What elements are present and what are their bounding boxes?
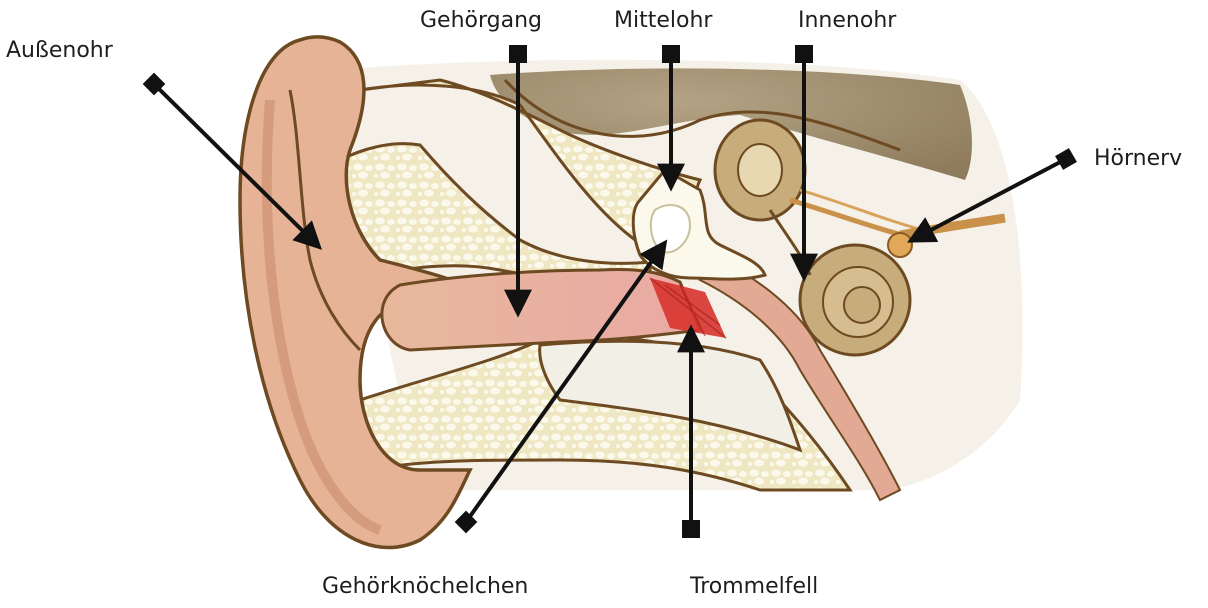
- label-aussenohr: Außenohr: [6, 40, 113, 62]
- label-innenohr: Innenohr: [798, 10, 896, 32]
- label-gehoergang: Gehörgang: [420, 10, 542, 32]
- label-hoernerv: Hörnerv: [1094, 148, 1182, 170]
- label-trommelfell: Trommelfell: [690, 576, 818, 598]
- label-mittelohr: Mittelohr: [614, 10, 712, 32]
- label-gehoerknoechelchen: Gehörknöchelchen: [322, 576, 528, 598]
